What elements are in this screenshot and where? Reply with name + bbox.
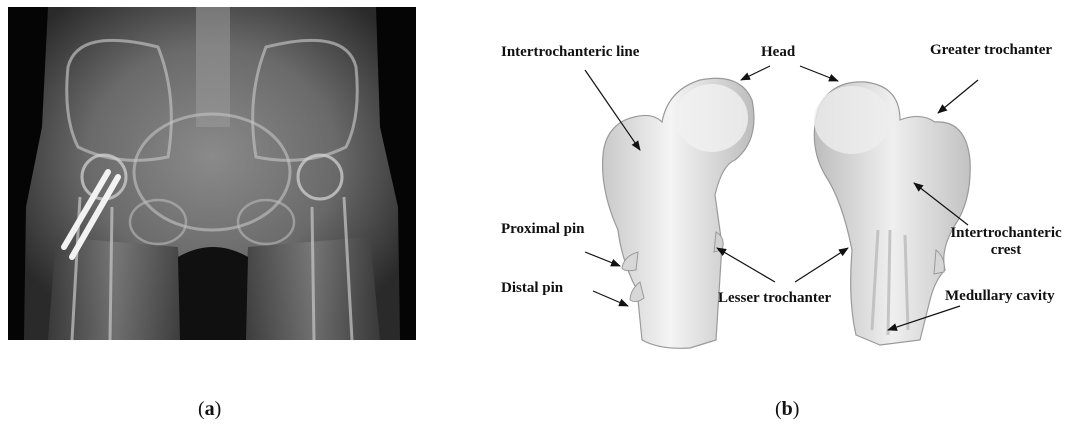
caption-b-letter: b [782,398,793,420]
label-intertrochanteric-line: Intertrochanteric line [501,44,639,61]
caption-a-close: ) [215,398,222,420]
arrow-lesser-trochanter-left [717,248,775,282]
label-proximal-pin: Proximal pin [501,221,584,238]
caption-b: (b) [775,398,799,421]
label-medullary-cavity: Medullary cavity [945,288,1055,305]
caption-a-open: ( [198,398,205,420]
arrow-proximal-pin [585,252,620,266]
label-head: Head [761,44,795,61]
caption-b-close: ) [793,398,800,420]
caption-b-open: ( [775,398,782,420]
label-intertrochanteric-crest-line2: crest [943,242,1069,259]
femur-anterior [603,78,754,348]
arrow-distal-pin [593,291,628,306]
label-intertrochanteric-crest: Intertrochanteric crest [943,225,1069,259]
caption-a: (a) [198,398,221,421]
arrow-head-right [800,66,838,81]
label-lesser-trochanter: Lesser trochanter [718,290,831,307]
label-distal-pin: Distal pin [501,280,563,297]
label-intertrochanteric-crest-line1: Intertrochanteric [943,225,1069,242]
label-greater-trochanter: Greater trochanter [930,42,1052,59]
arrow-head-left [741,66,770,80]
caption-a-letter: a [205,398,215,420]
arrow-greater-trochanter [938,80,978,113]
arrow-lesser-trochanter-right [795,248,848,282]
femur-posterior [814,82,970,345]
